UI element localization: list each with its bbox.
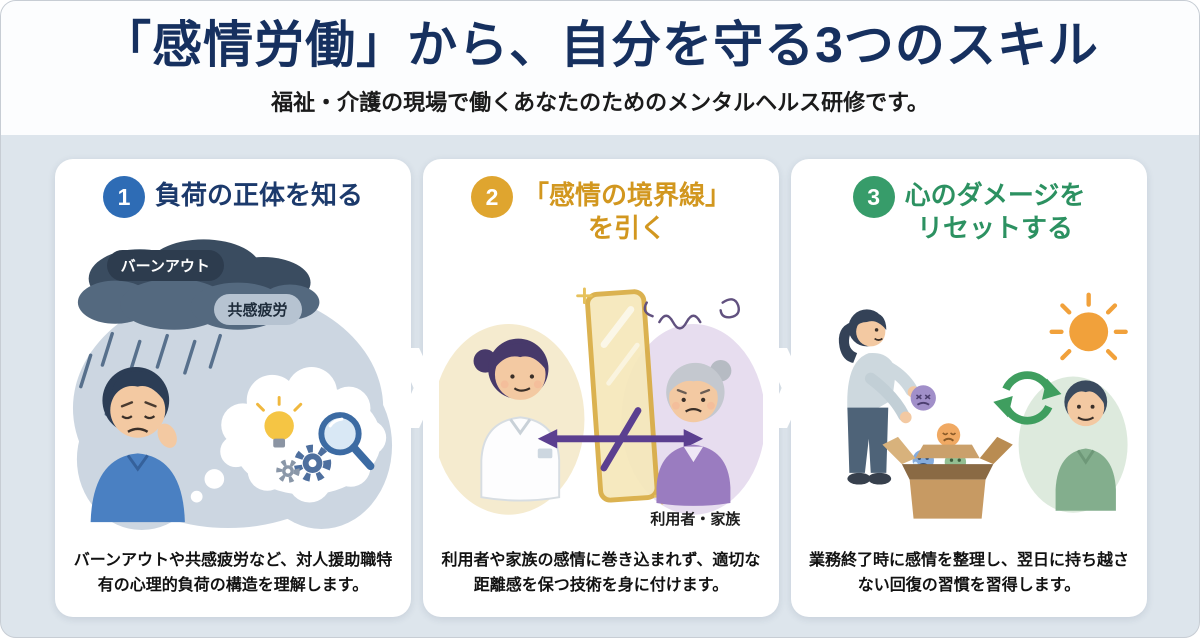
- emotion-face-icons: [910, 384, 967, 473]
- skill-cards-row: 1 負荷の正体を知る: [1, 159, 1199, 617]
- card-emotional-boundary: 2 「感情の境界線」を引く: [423, 159, 779, 617]
- blocked-arrow-icon: [537, 406, 704, 471]
- gear-icon: [276, 444, 332, 483]
- card1-caption: バーンアウトや共感疲労など、対人援助職特有の心理的負荷の構造を理解します。: [73, 552, 393, 595]
- card3-title-line2: リセットする: [916, 213, 1073, 244]
- magnifier-icon: [318, 412, 375, 471]
- boundary-illustration-svg: [439, 287, 763, 515]
- burnout-label-pill: バーンアウト: [106, 249, 224, 281]
- card-know-the-load: 1 負荷の正体を知る: [55, 159, 411, 617]
- card2-caption: 利用者や家族の感情に巻き込まれず、適切な距離感を保つ技術を身に付けます。: [441, 552, 761, 595]
- card2-title-line2: を引く: [587, 213, 666, 244]
- stressed-worker-figure: [90, 367, 185, 523]
- boundary-illustration: 利用者・家族: [439, 252, 763, 544]
- caregiver-figure: [473, 338, 561, 502]
- recovered-man-figure: [1055, 379, 1116, 511]
- card-reset-damage: 3 心のダメージをリセットする: [791, 159, 1147, 617]
- reset-illustration: [807, 252, 1131, 544]
- client-family-label: 利用者・家族: [650, 510, 741, 528]
- burnout-illustration: バーンアウト 共感疲労: [71, 224, 395, 543]
- page-title: 「感情労働」から、自分を守る3つのスキル: [101, 17, 1099, 73]
- sun-icon: [1049, 292, 1128, 360]
- card3-caption: 業務終了時に感情を整理し、翌日に持ち越さない回復の習慣を習得します。: [809, 552, 1130, 595]
- card3-header: 3 心のダメージをリセットする: [807, 176, 1131, 246]
- card2-title-line1: 「感情の境界線」: [522, 180, 731, 210]
- lightbulb-icon: [256, 395, 303, 448]
- sorting-worker-figure: [838, 308, 920, 485]
- step-number-badge-1: 1: [102, 176, 145, 218]
- card1-header: 1 負荷の正体を知る: [71, 176, 395, 218]
- reset-illustration-svg: [838, 292, 1128, 519]
- page-subtitle: 福祉・介護の現場で働くあなたのためのメンタルヘルス研修です。: [271, 89, 929, 115]
- card1-title: 負荷の正体を知る: [155, 179, 363, 212]
- boundary-glass-panel: [585, 288, 660, 503]
- recycle-arrows-icon: [993, 370, 1062, 425]
- thought-bubble-icon: [190, 367, 387, 503]
- card2-title: 「感情の境界線」を引く: [523, 179, 731, 246]
- compassion-fatigue-label-pill: 共感疲労: [213, 294, 302, 326]
- step-number-badge-3: 3: [852, 176, 895, 218]
- card3-title-line1: 心のダメージを: [904, 180, 1086, 210]
- card1-title-line1: 負荷の正体を知る: [154, 180, 363, 210]
- step-number-badge-2: 2: [470, 176, 513, 218]
- card3-title: 心のダメージをリセットする: [905, 179, 1086, 246]
- storage-box-icon: [882, 436, 1013, 519]
- card2-header: 2 「感情の境界線」を引く: [439, 176, 763, 246]
- header-band: 「感情労働」から、自分を守る3つのスキル 福祉・介護の現場で働くあなたのためのメ…: [1, 1, 1199, 135]
- stress-scribbles-icon: [643, 297, 741, 330]
- elderly-client-figure: [656, 359, 732, 506]
